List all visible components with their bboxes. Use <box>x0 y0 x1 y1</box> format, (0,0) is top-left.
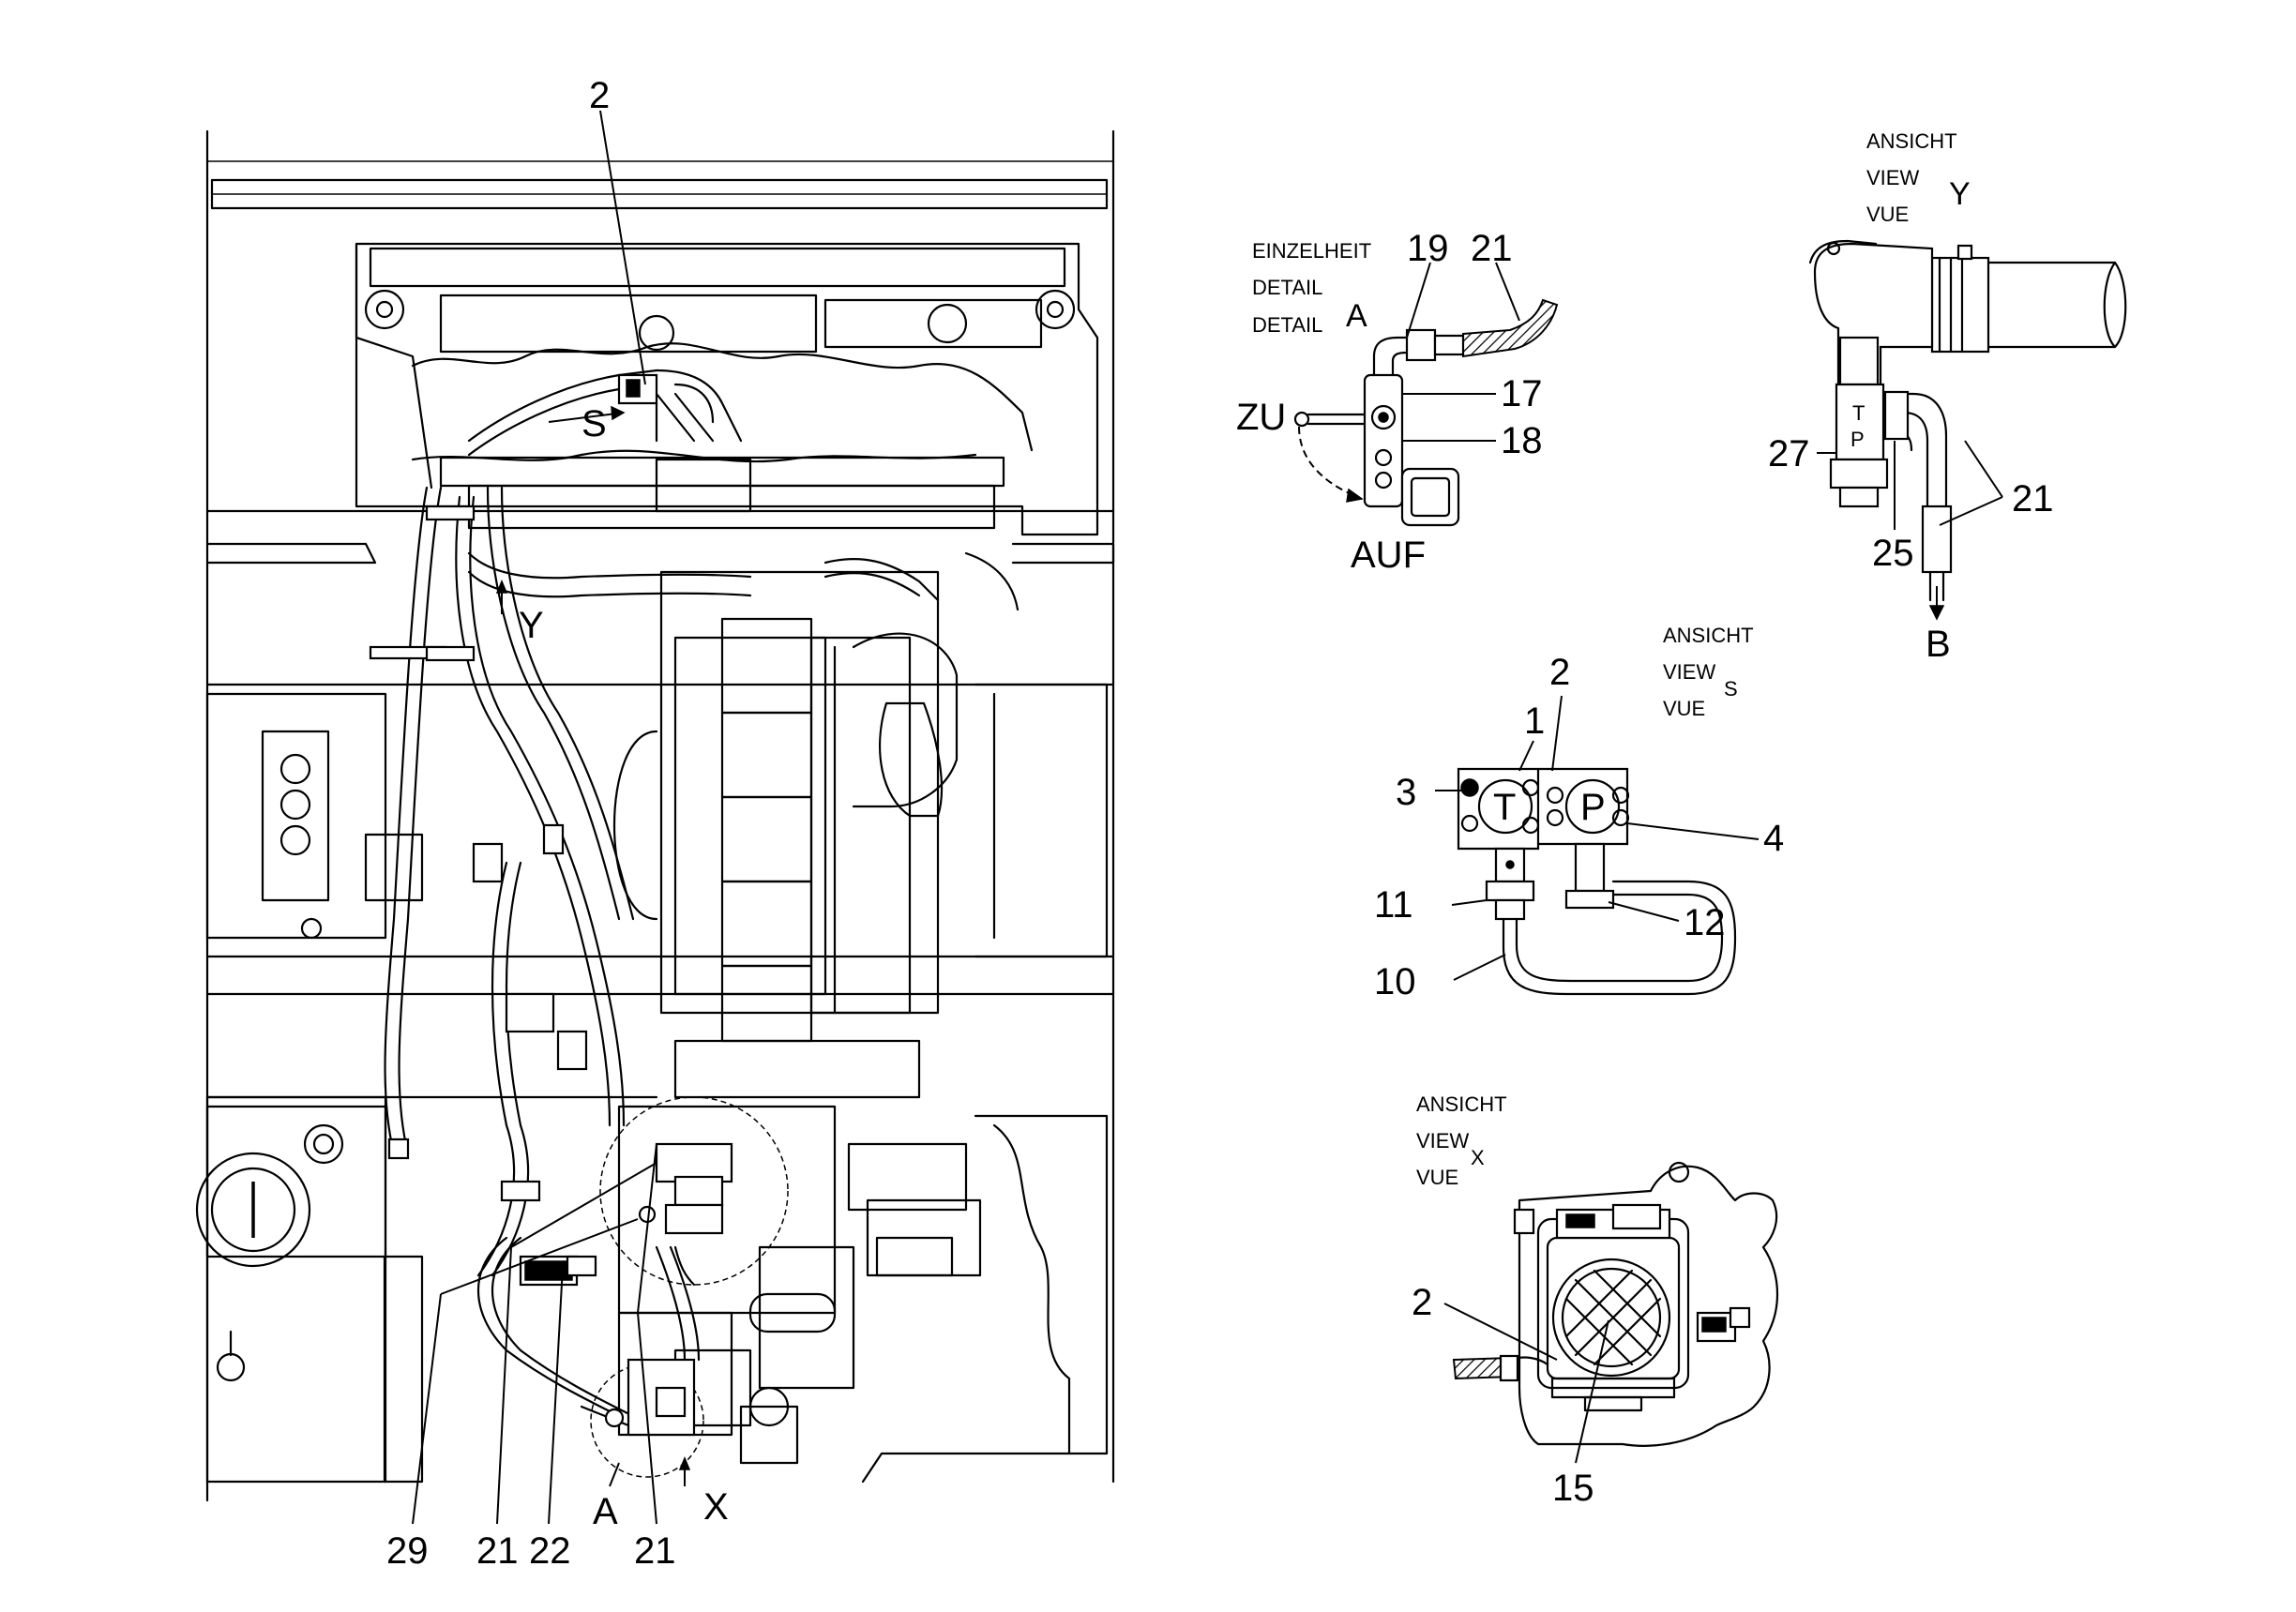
view-s: ANSICHT VIEW VUE S T P <box>1374 624 1784 1002</box>
view-s-caption-1: ANSICHT <box>1663 624 1754 647</box>
view-y-b: B <box>1926 624 1951 665</box>
callout-main-22: 22 <box>529 1530 571 1572</box>
view-y-25: 25 <box>1872 533 1914 574</box>
view-s-2: 2 <box>1549 652 1570 693</box>
view-x-caption-2: VIEW <box>1416 1129 1469 1153</box>
detail-a-letter: A <box>1346 298 1367 334</box>
detail-a-18: 18 <box>1501 420 1543 461</box>
view-y-27: 27 <box>1768 433 1810 475</box>
detail-a-21: 21 <box>1471 228 1513 269</box>
view-s-11: 11 <box>1374 884 1413 926</box>
view-x-15: 15 <box>1552 1468 1594 1509</box>
detail-a-auf: AUF <box>1351 535 1426 576</box>
view-y-caption-1: ANSICHT <box>1866 129 1957 153</box>
view-s-12: 12 <box>1684 902 1726 943</box>
view-y-caption-2: VIEW <box>1866 166 1919 189</box>
callout-main-A: A <box>593 1491 618 1532</box>
detail-a-caption-3: DETAIL <box>1252 313 1322 337</box>
view-x-caption-3: VUE <box>1416 1166 1458 1189</box>
view-x-2: 2 <box>1412 1282 1432 1323</box>
view-x: ANSICHT VIEW VUE X <box>1412 1092 1778 1509</box>
view-s-4: 4 <box>1763 818 1784 859</box>
view-x-caption-1: ANSICHT <box>1416 1092 1507 1116</box>
view-s-letter: S <box>1724 677 1738 701</box>
callout-main-X: X <box>703 1486 729 1528</box>
detail-a-caption-2: DETAIL <box>1252 276 1322 299</box>
detail-a-zu: ZU <box>1236 397 1286 438</box>
detail-a-17: 17 <box>1501 373 1543 414</box>
view-s-1: 1 <box>1524 701 1545 742</box>
view-y-21: 21 <box>2012 478 2054 520</box>
detail-a-19: 19 <box>1407 228 1449 269</box>
view-x-letter: X <box>1471 1146 1485 1169</box>
view-s-port-p: P <box>1580 787 1606 828</box>
leader-top-2 <box>599 110 646 385</box>
callout-main-21b: 21 <box>634 1530 676 1572</box>
callout-main-29: 29 <box>386 1530 429 1572</box>
main-assembly-view: 2 S Y A X 29 21 22 21 <box>195 75 1115 1572</box>
view-y-port-t: T <box>1852 401 1865 425</box>
view-s-caption-3: VUE <box>1663 697 1705 720</box>
view-y-port-p: P <box>1850 428 1865 451</box>
detail-a-caption-1: EINZELHEIT <box>1252 239 1371 263</box>
callout-main-2: 2 <box>589 75 610 116</box>
callout-main-S: S <box>582 403 607 444</box>
view-s-port-t: T <box>1493 787 1516 828</box>
view-y-letter: Y <box>1949 176 1971 212</box>
detail-a-view: EINZELHEIT DETAIL DETAIL A 19 21 17 18 Z… <box>1236 228 1559 576</box>
view-s-caption-2: VIEW <box>1663 660 1715 684</box>
callout-main-21a: 21 <box>476 1530 519 1572</box>
callout-main-Y: Y <box>519 605 544 646</box>
view-y-caption-3: VUE <box>1866 203 1909 226</box>
view-s-3: 3 <box>1396 772 1416 813</box>
view-s-10: 10 <box>1374 961 1416 1002</box>
view-y: ANSICHT VIEW VUE Y T P <box>1768 129 2127 665</box>
